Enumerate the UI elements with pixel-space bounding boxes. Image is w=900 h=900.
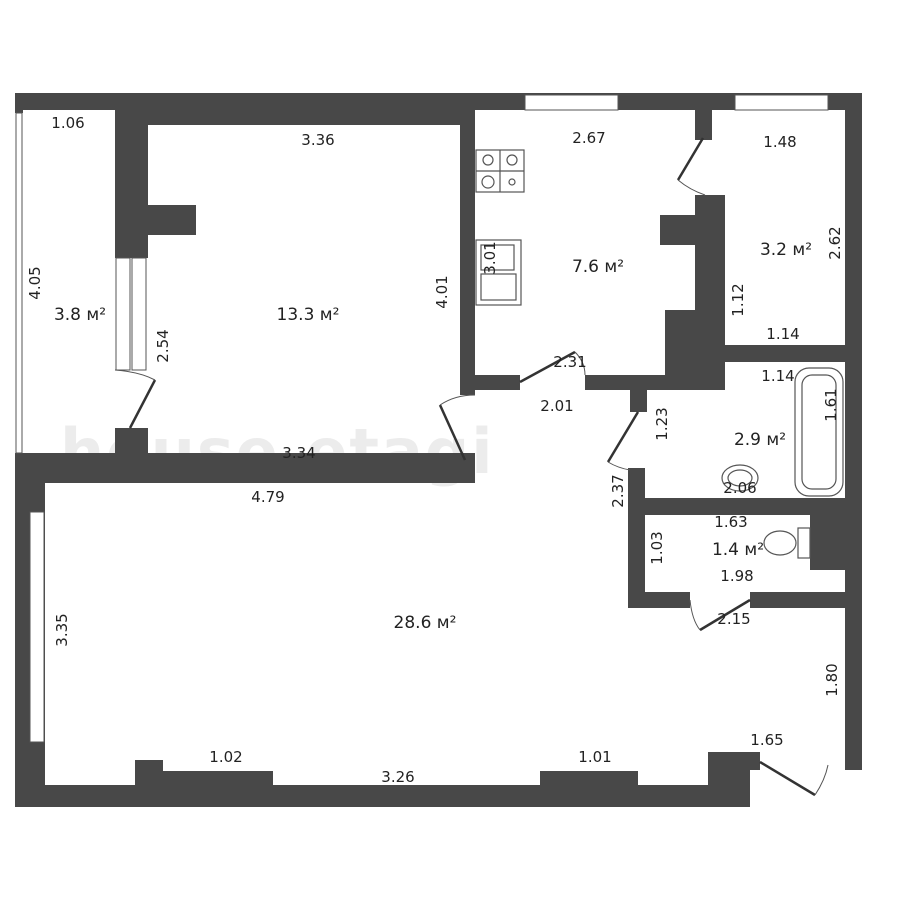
dim-bedroom-side: 4.01 — [433, 275, 451, 309]
fixtures — [475, 149, 844, 559]
room-area-kitchen: 7.6 м² — [571, 257, 625, 277]
dim-balcony-side: 4.05 — [26, 266, 44, 300]
dim-hall-top: 2.01 — [540, 397, 574, 415]
dim-storage-inner: 1.12 — [729, 283, 747, 317]
room-area-balcony: 3.8 м² — [53, 305, 107, 325]
dim-living-window2: 1.01 — [578, 748, 612, 766]
dim-bath-bottom: 2.06 — [723, 479, 757, 497]
dim-living-window1: 1.02 — [209, 748, 243, 766]
dim-bath-top: 1.14 — [761, 367, 795, 385]
dim-kitchen-bottom: 2.31 — [553, 353, 587, 371]
room-area-living-room: 28.6 м² — [393, 613, 457, 633]
sink-icon — [475, 239, 522, 306]
dim-kitchen-side: 3.01 — [481, 241, 499, 275]
stove-icon — [475, 149, 525, 193]
dim-balcony-door: 2.54 — [154, 329, 172, 363]
dim-kitchen-top: 2.67 — [572, 129, 606, 147]
dim-bedroom-top: 3.36 — [301, 131, 335, 149]
windows — [15, 94, 829, 743]
room-area-storage: 3.2 м² — [759, 240, 813, 260]
dim-living-door: 1.65 — [750, 731, 784, 749]
dim-living-bottom: 3.26 — [381, 768, 415, 786]
dim-living-top: 4.79 — [251, 488, 285, 506]
dim-hall-door: 2.15 — [717, 610, 751, 628]
washbasin-icon — [721, 464, 759, 492]
dim-living-left: 3.35 — [53, 613, 71, 647]
bathtub-icon — [794, 367, 844, 497]
dim-wc-bottom: 1.98 — [720, 567, 754, 585]
dim-bedroom-bottom: 3.34 — [282, 444, 316, 462]
dim-wc-side: 1.03 — [648, 531, 666, 565]
dim-living-right: 1.80 — [823, 663, 841, 697]
dim-hall-side: 2.37 — [609, 474, 627, 508]
toilet-icon — [763, 527, 811, 559]
dim-bath-side: 1.61 — [822, 388, 840, 422]
dim-storage-bottom: 1.14 — [766, 325, 800, 343]
doors — [114, 137, 829, 797]
dim-storage-side: 2.62 — [826, 226, 844, 260]
dim-bath-left: 1.23 — [653, 407, 671, 441]
room-area-bathroom: 2.9 м² — [733, 430, 787, 450]
dim-storage-top: 1.48 — [763, 133, 797, 151]
room-area-bedroom: 13.3 м² — [276, 305, 340, 325]
room-area-toilet: 1.4 м² — [711, 540, 765, 560]
walls — [15, 93, 862, 807]
dim-balcony-top: 1.06 — [51, 114, 85, 132]
dim-wc-top: 1.63 — [714, 513, 748, 531]
